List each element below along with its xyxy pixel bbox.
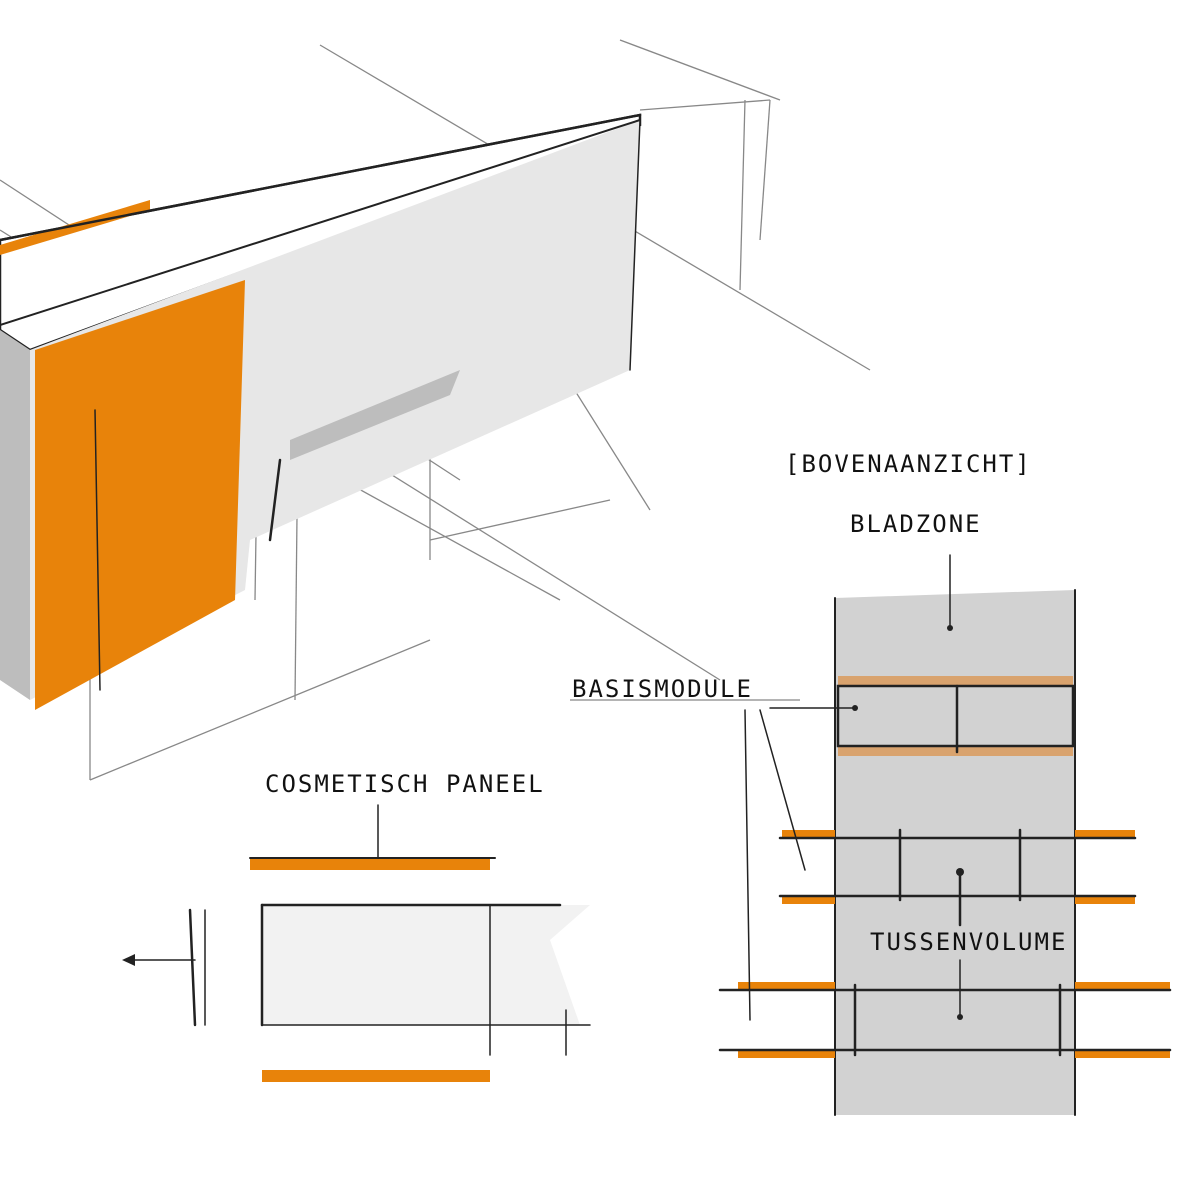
label-base-module: BASISMODULE xyxy=(572,675,753,703)
top-view-plan xyxy=(570,554,1172,1116)
orange-roof-strip xyxy=(0,200,150,255)
volume-3d xyxy=(0,113,642,710)
orange-panel xyxy=(35,280,245,710)
label-cosmetic-panel: COSMETISCH PANEEL xyxy=(265,770,545,798)
cosmetic-panel-detail xyxy=(122,804,591,1082)
label-intermediate-volume: TUSSENVOLUME xyxy=(870,928,1067,956)
side-face xyxy=(0,330,30,700)
label-leaf-zone: BLADZONE xyxy=(850,510,982,538)
window-opening xyxy=(290,370,460,460)
label-top-view: [BOVENAANZICHT] xyxy=(785,450,1032,478)
